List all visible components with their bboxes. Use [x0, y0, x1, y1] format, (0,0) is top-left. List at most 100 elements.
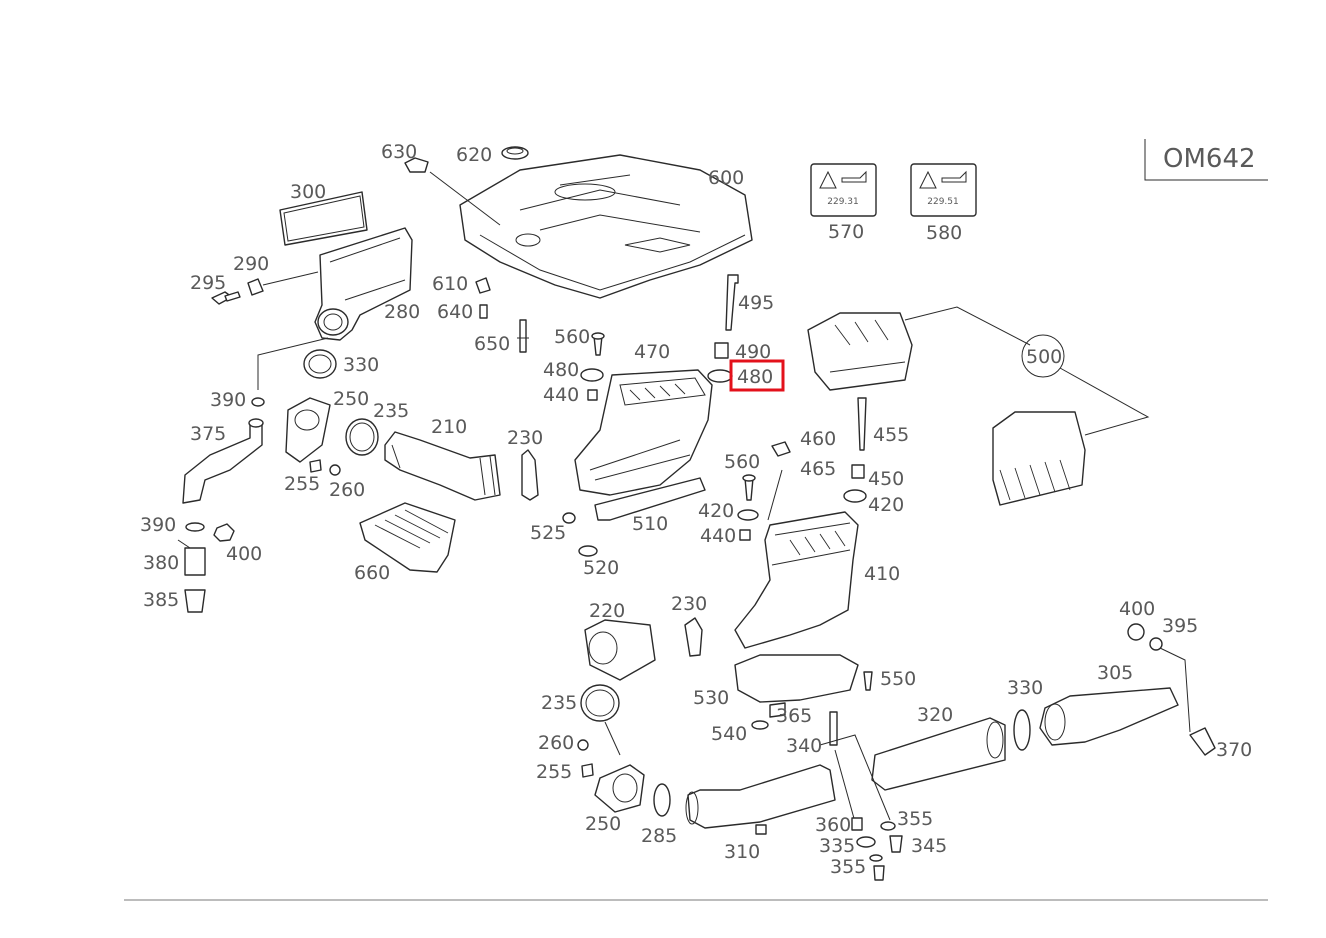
label-530[interactable]: 530: [693, 687, 729, 709]
nut-260-a: [329, 464, 341, 476]
bolt-495: [725, 274, 739, 331]
label-570[interactable]: 570: [828, 221, 864, 243]
label-495[interactable]: 495: [738, 292, 774, 314]
clamp-230-b: [684, 617, 703, 657]
label-345[interactable]: 345: [911, 835, 947, 857]
label-210[interactable]: 210: [431, 416, 467, 438]
bolt-455: [857, 397, 867, 451]
label-470[interactable]: 470: [634, 341, 670, 363]
label-550[interactable]: 550: [880, 668, 916, 690]
label-340[interactable]: 340: [786, 735, 822, 757]
flange-250-b: [594, 764, 645, 813]
label-610[interactable]: 610: [432, 273, 468, 295]
clip-255-b: [581, 763, 594, 778]
air-duct-280: [314, 227, 413, 341]
mount-450: [851, 464, 865, 479]
label-235-a[interactable]: 235: [373, 400, 409, 422]
bracket-340: [819, 711, 891, 823]
model-label-box: OM642: [1144, 139, 1268, 181]
bolt-345: [889, 835, 903, 853]
label-380[interactable]: 380: [143, 552, 179, 574]
label-355-a[interactable]: 355: [897, 808, 933, 830]
label-520[interactable]: 520: [583, 557, 619, 579]
label-390-b[interactable]: 390: [140, 514, 176, 536]
label-230-b[interactable]: 230: [671, 593, 707, 615]
label-220[interactable]: 220: [589, 600, 625, 622]
label-235-b[interactable]: 235: [541, 692, 577, 714]
label-510[interactable]: 510: [632, 513, 668, 535]
label-305[interactable]: 305: [1097, 662, 1133, 684]
screw-295: [211, 291, 241, 305]
label-450[interactable]: 450: [868, 468, 904, 490]
label-480-a[interactable]: 480: [543, 359, 579, 381]
label-580[interactable]: 580: [926, 222, 962, 244]
label-260-a[interactable]: 260: [329, 479, 365, 501]
highlight-box: [729, 359, 785, 392]
label-650[interactable]: 650: [474, 333, 510, 355]
decal-570: 229.31: [810, 163, 877, 217]
label-255-a[interactable]: 255: [284, 473, 320, 495]
label-285[interactable]: 285: [641, 825, 677, 847]
label-260-b[interactable]: 260: [538, 732, 574, 754]
rubber-mount-490: [707, 342, 733, 383]
label-440-b[interactable]: 440: [700, 525, 736, 547]
label-330-a[interactable]: 330: [343, 354, 379, 376]
grommet-420-b: [843, 489, 867, 503]
label-460[interactable]: 460: [800, 428, 836, 450]
label-420-a[interactable]: 420: [698, 500, 734, 522]
label-385[interactable]: 385: [143, 589, 179, 611]
grommet-335: [856, 836, 876, 848]
sensor-460: [771, 441, 791, 457]
label-465[interactable]: 465: [800, 458, 836, 480]
label-400-b[interactable]: 400: [1119, 598, 1155, 620]
oil-cap-630: [404, 157, 501, 226]
label-540[interactable]: 540: [711, 723, 747, 745]
label-480-highlighted[interactable]: 480: [737, 366, 773, 388]
air-filter-element-500-top: [807, 312, 913, 391]
label-390-a[interactable]: 390: [210, 389, 246, 411]
nut-400-a: [213, 523, 235, 542]
label-295[interactable]: 295: [190, 272, 226, 294]
pipe-375: [182, 418, 264, 504]
label-250-a[interactable]: 250: [333, 388, 369, 410]
label-500[interactable]: 500: [1026, 346, 1062, 368]
label-410[interactable]: 410: [864, 563, 900, 585]
label-420-b[interactable]: 420: [868, 494, 904, 516]
label-250-b[interactable]: 250: [585, 813, 621, 835]
label-230-a[interactable]: 230: [507, 427, 543, 449]
label-395[interactable]: 395: [1162, 615, 1198, 637]
label-400-a[interactable]: 400: [226, 543, 262, 565]
screw-560-a: [591, 332, 605, 356]
label-375[interactable]: 375: [190, 423, 226, 445]
label-330-b[interactable]: 330: [1007, 677, 1043, 699]
label-525[interactable]: 525: [530, 522, 566, 544]
label-640[interactable]: 640: [437, 301, 473, 323]
screw-550: [863, 671, 873, 691]
label-360[interactable]: 360: [815, 814, 851, 836]
label-560-a[interactable]: 560: [554, 326, 590, 348]
label-335[interactable]: 335: [819, 835, 855, 857]
label-310[interactable]: 310: [724, 841, 760, 863]
label-600[interactable]: 600: [708, 167, 744, 189]
label-255-b[interactable]: 255: [536, 761, 572, 783]
washer-395: [1149, 637, 1191, 733]
label-455[interactable]: 455: [873, 424, 909, 446]
label-370[interactable]: 370: [1216, 739, 1252, 761]
label-320[interactable]: 320: [917, 704, 953, 726]
label-490[interactable]: 490: [735, 341, 771, 363]
label-355-b[interactable]: 355: [830, 856, 866, 878]
intercooler-660: [359, 502, 456, 573]
label-440-a[interactable]: 440: [543, 384, 579, 406]
label-620[interactable]: 620: [456, 144, 492, 166]
label-560-b[interactable]: 560: [724, 451, 760, 473]
clip-390-a: [251, 397, 265, 407]
label-300[interactable]: 300: [290, 181, 326, 203]
label-660[interactable]: 660: [354, 562, 390, 584]
label-290[interactable]: 290: [233, 253, 269, 275]
label-630[interactable]: 630: [381, 141, 417, 163]
label-280[interactable]: 280: [384, 301, 420, 323]
sleeve-440-b: [739, 529, 751, 541]
grommet-480-a: [580, 368, 604, 382]
clamp-285: [653, 783, 671, 817]
label-365[interactable]: 365: [776, 705, 812, 727]
